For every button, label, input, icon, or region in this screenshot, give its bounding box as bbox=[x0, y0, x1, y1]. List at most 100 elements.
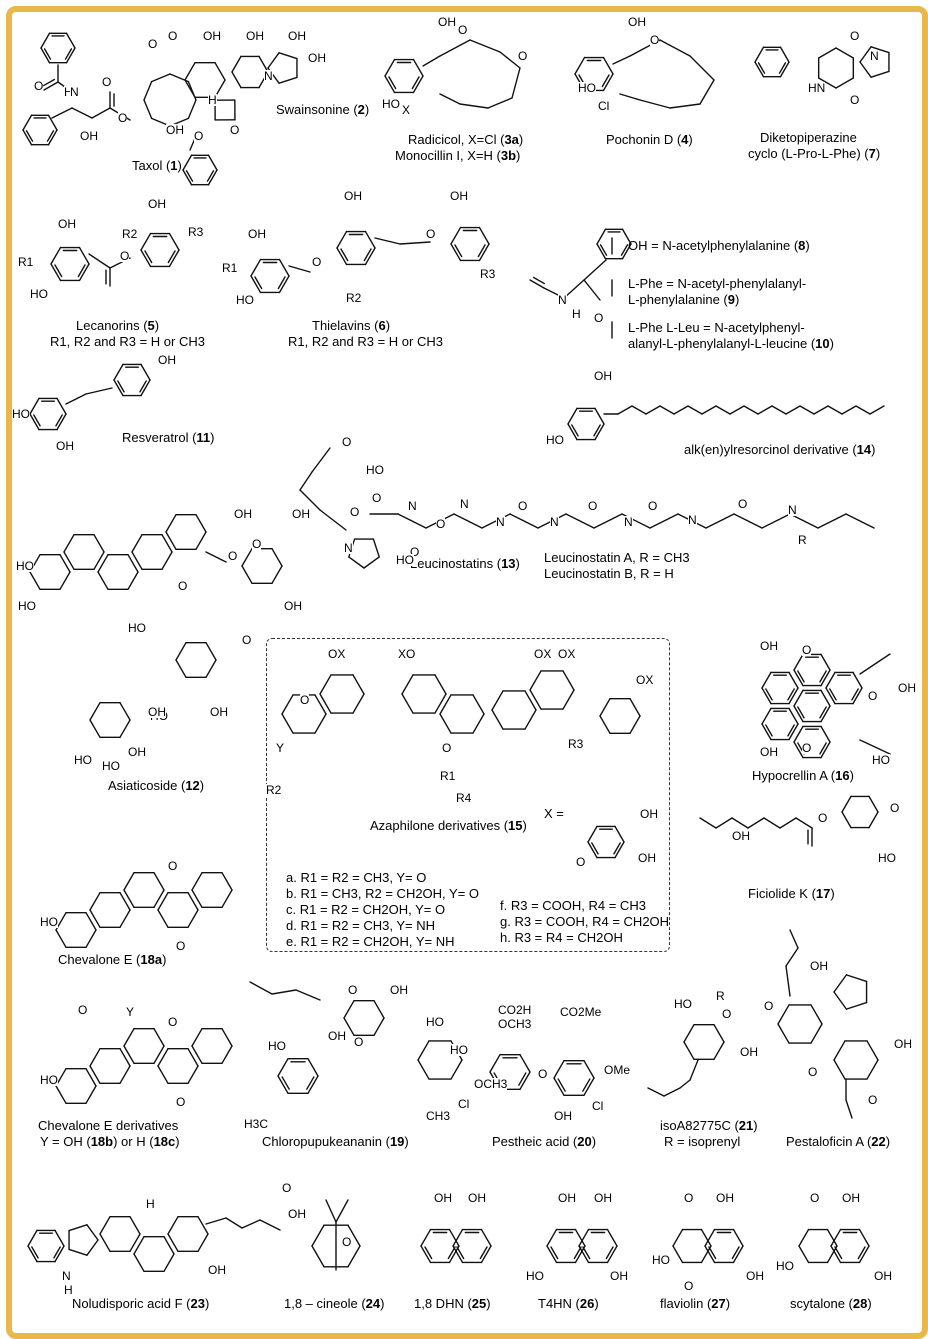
chevalone-ring-b bbox=[89, 891, 101, 911]
chloropupu-prenyl bbox=[249, 981, 273, 995]
cineole-ring bbox=[347, 1224, 361, 1247]
asiaticoside-sugar-3 bbox=[119, 701, 131, 721]
atom-label-oh: OH bbox=[80, 129, 98, 143]
aromatic-bond bbox=[765, 688, 773, 701]
atom-label-co2me: CO2Me bbox=[560, 1005, 602, 1019]
atom-label-o: O bbox=[242, 633, 252, 647]
asiaticoside-ring-e bbox=[165, 513, 177, 533]
cineole-ring bbox=[311, 1224, 325, 1247]
hypocrellin-ring-3 bbox=[788, 723, 799, 741]
atom-label-oh: OH bbox=[760, 745, 778, 759]
atom-label-ho: HO bbox=[526, 1269, 544, 1283]
leucinostatin-backbone bbox=[761, 513, 791, 529]
atom-label-r3: R3 bbox=[480, 267, 496, 281]
radicicol-macrocycle bbox=[487, 97, 513, 109]
atom-label-r3: R3 bbox=[188, 225, 204, 239]
aromatic-bond bbox=[857, 1246, 866, 1260]
ficiolide-chain bbox=[699, 817, 717, 829]
chevder-ring-b bbox=[119, 1065, 131, 1085]
bond bbox=[374, 237, 401, 245]
bond bbox=[91, 107, 111, 119]
asiaticoside-ring-c bbox=[97, 553, 109, 573]
aromatic-bond bbox=[834, 1246, 843, 1260]
note-leucinostatin-b: Leucinostatin B, R = H bbox=[544, 566, 674, 581]
aromatic-bond bbox=[571, 424, 579, 437]
asiaticoside-sugar-1 bbox=[241, 547, 253, 567]
atom-label-y: Y bbox=[276, 741, 285, 755]
atom-label-o: O bbox=[168, 859, 178, 873]
resveratrol-vinyl bbox=[85, 387, 113, 395]
atom-label-o: O bbox=[342, 1235, 352, 1249]
lecanorin-ring-b bbox=[168, 232, 180, 251]
hypocrellin-ring-4 bbox=[793, 653, 804, 671]
atom-label-ho: HO bbox=[268, 1039, 286, 1053]
note-peptide-9a: L-Phe = N-acetyl-phenylalanyl- bbox=[628, 276, 807, 291]
asiaticoside-ring-a bbox=[59, 571, 71, 591]
aromatic-bond bbox=[456, 1246, 465, 1260]
atom-label-ho: HO bbox=[546, 433, 564, 447]
aza-x-ring bbox=[587, 825, 598, 843]
aza-core-3a bbox=[491, 690, 504, 711]
chevder-ring-e bbox=[191, 1027, 203, 1047]
atom-label-oh: OH bbox=[450, 189, 468, 203]
atom-label-oh: OH bbox=[468, 1191, 486, 1205]
pestaloficin-ring-b bbox=[833, 1059, 846, 1080]
aza-core-2a bbox=[434, 674, 447, 695]
aza-core-1b bbox=[352, 674, 365, 695]
flaviolin-aryl bbox=[732, 1228, 744, 1247]
atom-label-oh: OH bbox=[554, 1109, 572, 1123]
atom-label-oh: OH bbox=[246, 29, 264, 43]
label-chevalone-e: Chevalone E (18a) bbox=[58, 952, 167, 967]
chevalone-ring-c bbox=[123, 889, 135, 909]
chevalone-ring-c bbox=[153, 871, 165, 891]
resveratrol-ring-a bbox=[56, 397, 67, 415]
aromatic-bond bbox=[46, 130, 55, 142]
atom-label-o: O bbox=[230, 123, 240, 137]
atom-label-o: O bbox=[372, 491, 382, 505]
noludisporic-ring-e bbox=[197, 1215, 209, 1235]
thielavin-ring-a bbox=[278, 258, 290, 277]
label-pestheic: Pestheic acid (20) bbox=[492, 1134, 597, 1149]
atom-label-o: O bbox=[118, 111, 128, 125]
label-resveratrol: Resveratrol (11) bbox=[122, 430, 215, 445]
aromatic-bond bbox=[819, 706, 827, 719]
noludisporic-ring-e bbox=[197, 1233, 209, 1253]
pestheic-ring-b bbox=[583, 1059, 595, 1079]
aromatic-bond bbox=[550, 1246, 559, 1260]
dkp-piperazine bbox=[817, 77, 837, 89]
aromatic-bond bbox=[518, 1072, 527, 1086]
ficiolide-chain bbox=[747, 817, 765, 829]
asiaticoside-ring-b bbox=[93, 551, 105, 571]
label-cineole: 1,8 – cineole (24) bbox=[284, 1296, 385, 1311]
chevder-ring-b bbox=[89, 1065, 101, 1085]
alkresorcinol-chain bbox=[729, 405, 745, 415]
atom-label-oh: OH bbox=[210, 705, 228, 719]
atom-label-ho: HO bbox=[40, 915, 58, 929]
radicicol-macrocycle bbox=[439, 93, 461, 105]
atom-label-oh: OH bbox=[898, 681, 916, 695]
chevalone-ring-e bbox=[221, 871, 233, 891]
pestheic-ring-a bbox=[519, 1071, 531, 1091]
atom-label-ho: HO bbox=[872, 753, 890, 767]
cineole-ring bbox=[347, 1245, 361, 1268]
radicicol-macrocycle bbox=[459, 103, 489, 109]
alkresorcinol-chain bbox=[869, 405, 885, 415]
atom-label-o: O bbox=[588, 499, 598, 513]
isoa-ring bbox=[683, 1023, 695, 1043]
leucinostatin-backbone bbox=[509, 513, 539, 529]
scytalone-ring-b bbox=[830, 1245, 842, 1264]
hypocrellin-ring-3 bbox=[761, 707, 772, 725]
atom-label-ho: HO bbox=[396, 553, 414, 567]
label-chevalone-y: Y = OH (18b) or H (18c) bbox=[40, 1134, 180, 1149]
leucinostatin-proline bbox=[363, 556, 380, 569]
atom-label-o: O bbox=[802, 643, 812, 657]
aza-note-b: b. R1 = CH3, R2 = CH2OH, Y= O bbox=[286, 886, 480, 901]
pestaloficin-ring-b bbox=[866, 1059, 879, 1080]
aromatic-bond bbox=[819, 742, 827, 755]
atom-label-r2: R2 bbox=[346, 291, 362, 305]
atom-label-ome: OMe bbox=[604, 1063, 631, 1077]
leucinostatin-backbone bbox=[817, 513, 847, 529]
atom-label-o: O bbox=[348, 983, 358, 997]
atom-label-y: Y bbox=[126, 1005, 135, 1019]
aza-core-3b bbox=[529, 689, 542, 710]
